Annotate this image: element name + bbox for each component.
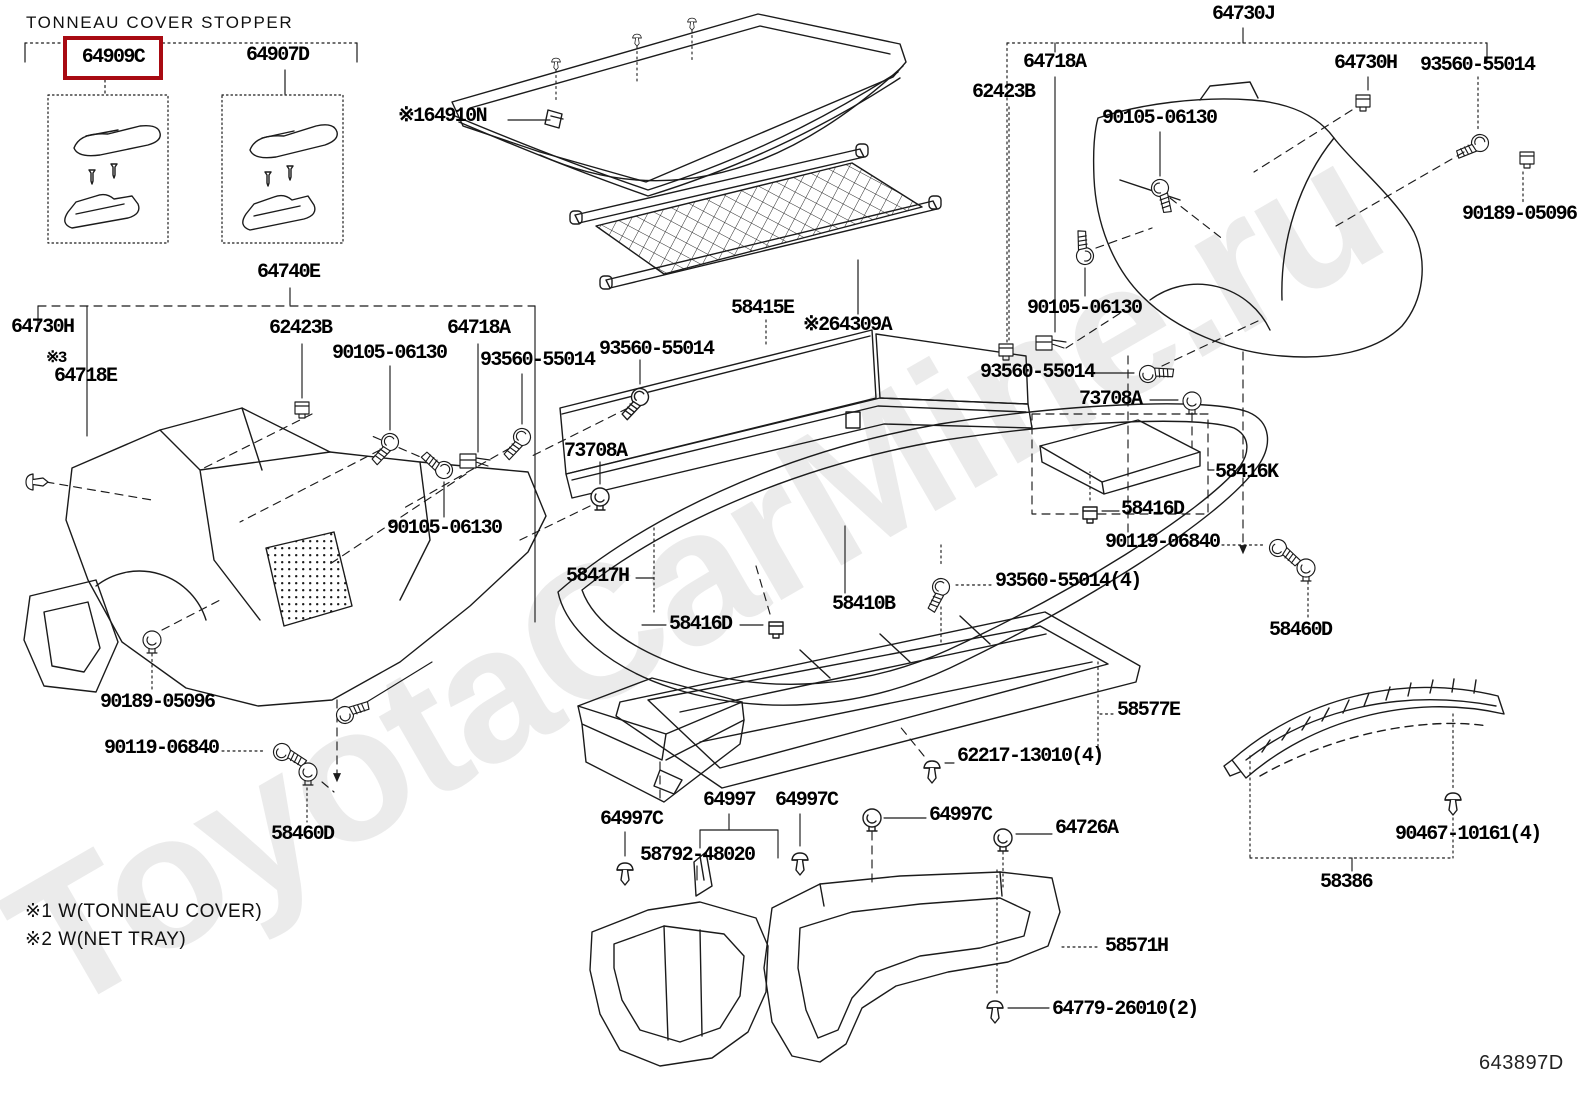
left-quarter-trim-drawing <box>23 407 547 707</box>
part-label-93560-55014-mid[interactable]: 93560-55014 <box>599 338 715 361</box>
storage-tray-drawing <box>615 611 1141 795</box>
part-label-64779-26010x2[interactable]: 64779-26010(2) <box>1052 998 1199 1021</box>
part-label-90467-10161x4[interactable]: 90467-10161(4) <box>1395 823 1542 846</box>
footnote-1: ※1 W(TONNEAU COVER) <box>25 901 263 922</box>
section-title: TONNEAU COVER STOPPER <box>26 13 294 32</box>
part-label-58460D-left[interactable]: 58460D <box>271 823 335 846</box>
left-trim-leaders <box>25 287 536 823</box>
deck-trim-drawing <box>763 808 1101 1063</box>
part-label-64718A-left[interactable]: 64718A <box>447 317 511 340</box>
part-label-64730H-right[interactable]: 64730H <box>1334 52 1398 75</box>
part-label-64997C-1[interactable]: 64997C <box>600 808 664 831</box>
net-tray-drawing <box>569 143 942 315</box>
part-label-90105-06130-left1[interactable]: 90105-06130 <box>332 342 448 365</box>
part-label-90189-05096-right[interactable]: 90189-05096 <box>1462 203 1578 226</box>
part-label-64997C-2[interactable]: 64997C <box>775 789 839 812</box>
part-label-90189-05096-left[interactable]: 90189-05096 <box>100 691 216 714</box>
part-label-58386[interactable]: 58386 <box>1320 871 1374 894</box>
tool-tray-drawing <box>589 813 809 1067</box>
part-label-64309A[interactable]: ※264309A <box>803 314 893 337</box>
part-label-58571H[interactable]: 58571H <box>1105 935 1169 958</box>
right-trim-leaders <box>927 27 1535 646</box>
front-tray-drawing <box>577 527 784 803</box>
part-label-93560-55014-right2[interactable]: 93560-55014 <box>980 361 1096 384</box>
part-label-64740E[interactable]: 64740E <box>257 261 321 284</box>
part-label-64730J[interactable]: 64730J <box>1212 3 1276 26</box>
scuff-plate-drawing <box>1223 678 1505 872</box>
highlight-box-64909C[interactable]: 64909C <box>63 36 163 80</box>
part-label-93560-55014-right1[interactable]: 93560-55014 <box>1420 54 1536 77</box>
part-label-58410B[interactable]: 58410B <box>832 593 896 616</box>
part-label-58792-48020[interactable]: 58792-48020 <box>640 844 756 867</box>
part-label-90119-06840-right[interactable]: 90119-06840 <box>1105 531 1221 554</box>
part-label-93560-55014x4[interactable]: 93560-55014(4) <box>995 570 1142 593</box>
diagram-code: 643897D <box>1479 1052 1564 1074</box>
part-label-73708A-mid[interactable]: 73708A <box>564 440 628 463</box>
part-label-62217-13010x4[interactable]: 62217-13010(4) <box>957 745 1104 768</box>
part-label-90119-06840-left[interactable]: 90119-06840 <box>104 737 220 760</box>
part-label-64726A[interactable]: 64726A <box>1055 817 1119 840</box>
part-label-64730H-left[interactable]: 64730H <box>11 316 75 339</box>
note-ref-3: ※3 <box>46 349 67 367</box>
part-label-64718E[interactable]: 64718E <box>54 365 118 388</box>
deck-board-drawing <box>557 403 1269 706</box>
part-label-64910N[interactable]: ※164910N <box>398 105 488 128</box>
part-label-58416K[interactable]: 58416K <box>1215 461 1279 484</box>
part-label-62423B-right[interactable]: 62423B <box>972 81 1036 104</box>
part-label-64718A-right[interactable]: 64718A <box>1023 51 1087 74</box>
part-label-58460D-right[interactable]: 58460D <box>1269 619 1333 642</box>
partition-board-drawing <box>519 319 1033 541</box>
part-label-58416D-mid[interactable]: 58416D <box>669 613 733 636</box>
part-label-90105-06130-right1[interactable]: 90105-06130 <box>1102 107 1218 130</box>
stopper-parts-64909C <box>64 124 161 229</box>
part-label-90105-06130-left2[interactable]: 90105-06130 <box>387 517 503 540</box>
part-label-64997[interactable]: 64997 <box>703 789 757 812</box>
part-label-58415E[interactable]: 58415E <box>731 297 795 320</box>
part-label-93560-55014-left[interactable]: 93560-55014 <box>480 349 596 372</box>
part-label-73708A-right[interactable]: 73708A <box>1079 388 1143 411</box>
part-label-58417H[interactable]: 58417H <box>566 565 630 588</box>
part-label-64909C[interactable]: 64909C <box>81 46 146 69</box>
part-label-62423B-left[interactable]: 62423B <box>269 317 333 340</box>
footnote-2: ※2 W(NET TRAY) <box>25 929 187 950</box>
part-label-58416D-right[interactable]: 58416D <box>1121 498 1185 521</box>
part-label-58577E[interactable]: 58577E <box>1117 699 1181 722</box>
tonneau-stopper-bracket <box>24 42 358 244</box>
stopper-parts-64907D <box>242 124 338 231</box>
part-label-64997C-3[interactable]: 64997C <box>929 804 993 827</box>
part-label-64907D[interactable]: 64907D <box>246 44 310 67</box>
tonneau-cover-drawing <box>451 13 907 197</box>
part-label-90105-06130-right2[interactable]: 90105-06130 <box>1027 297 1143 320</box>
side-tray-drawing <box>1031 413 1215 524</box>
right-quarter-trim-drawing <box>1092 81 1423 555</box>
